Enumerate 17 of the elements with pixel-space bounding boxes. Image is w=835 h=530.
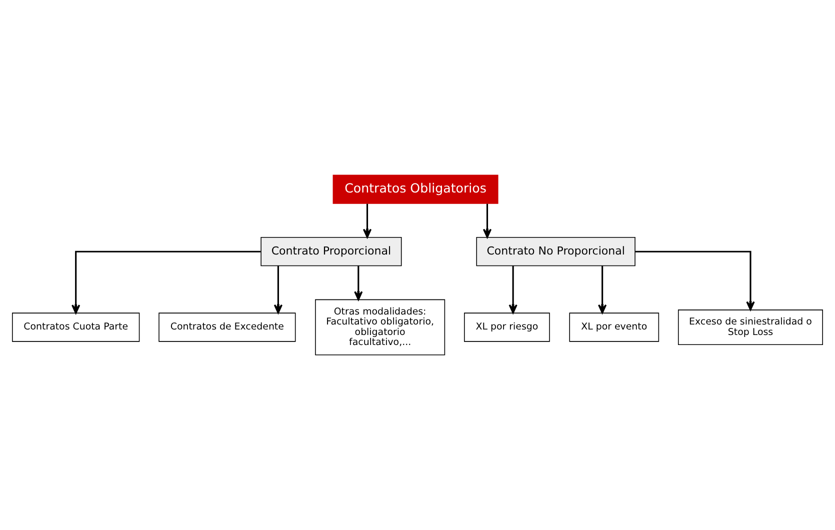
- arrow: [635, 250, 755, 310]
- node-box: Contratos de Excedente: [158, 312, 296, 342]
- arrow: [72, 250, 261, 314]
- arrow: [362, 204, 372, 238]
- node-box: XL por riesgo: [464, 312, 550, 342]
- node-box: Exceso de siniestralidad o Stop Loss: [678, 310, 823, 345]
- node-box: Otras modalidades: Facultativo obligatorio, obligatorio facultativo,...: [315, 299, 446, 356]
- arrow: [354, 266, 363, 300]
- arrow: [508, 266, 518, 314]
- arrow: [274, 266, 283, 314]
- arrow: [598, 266, 607, 314]
- node-box: Contratos Cuota Parte: [12, 312, 140, 342]
- node-box: Contrato Proporcional: [260, 237, 402, 266]
- node-box: XL por evento: [569, 312, 660, 342]
- node-box: Contrato No Proporcional: [476, 237, 636, 266]
- arrow: [482, 204, 492, 238]
- node-box: Contratos Obligatorios: [332, 174, 498, 204]
